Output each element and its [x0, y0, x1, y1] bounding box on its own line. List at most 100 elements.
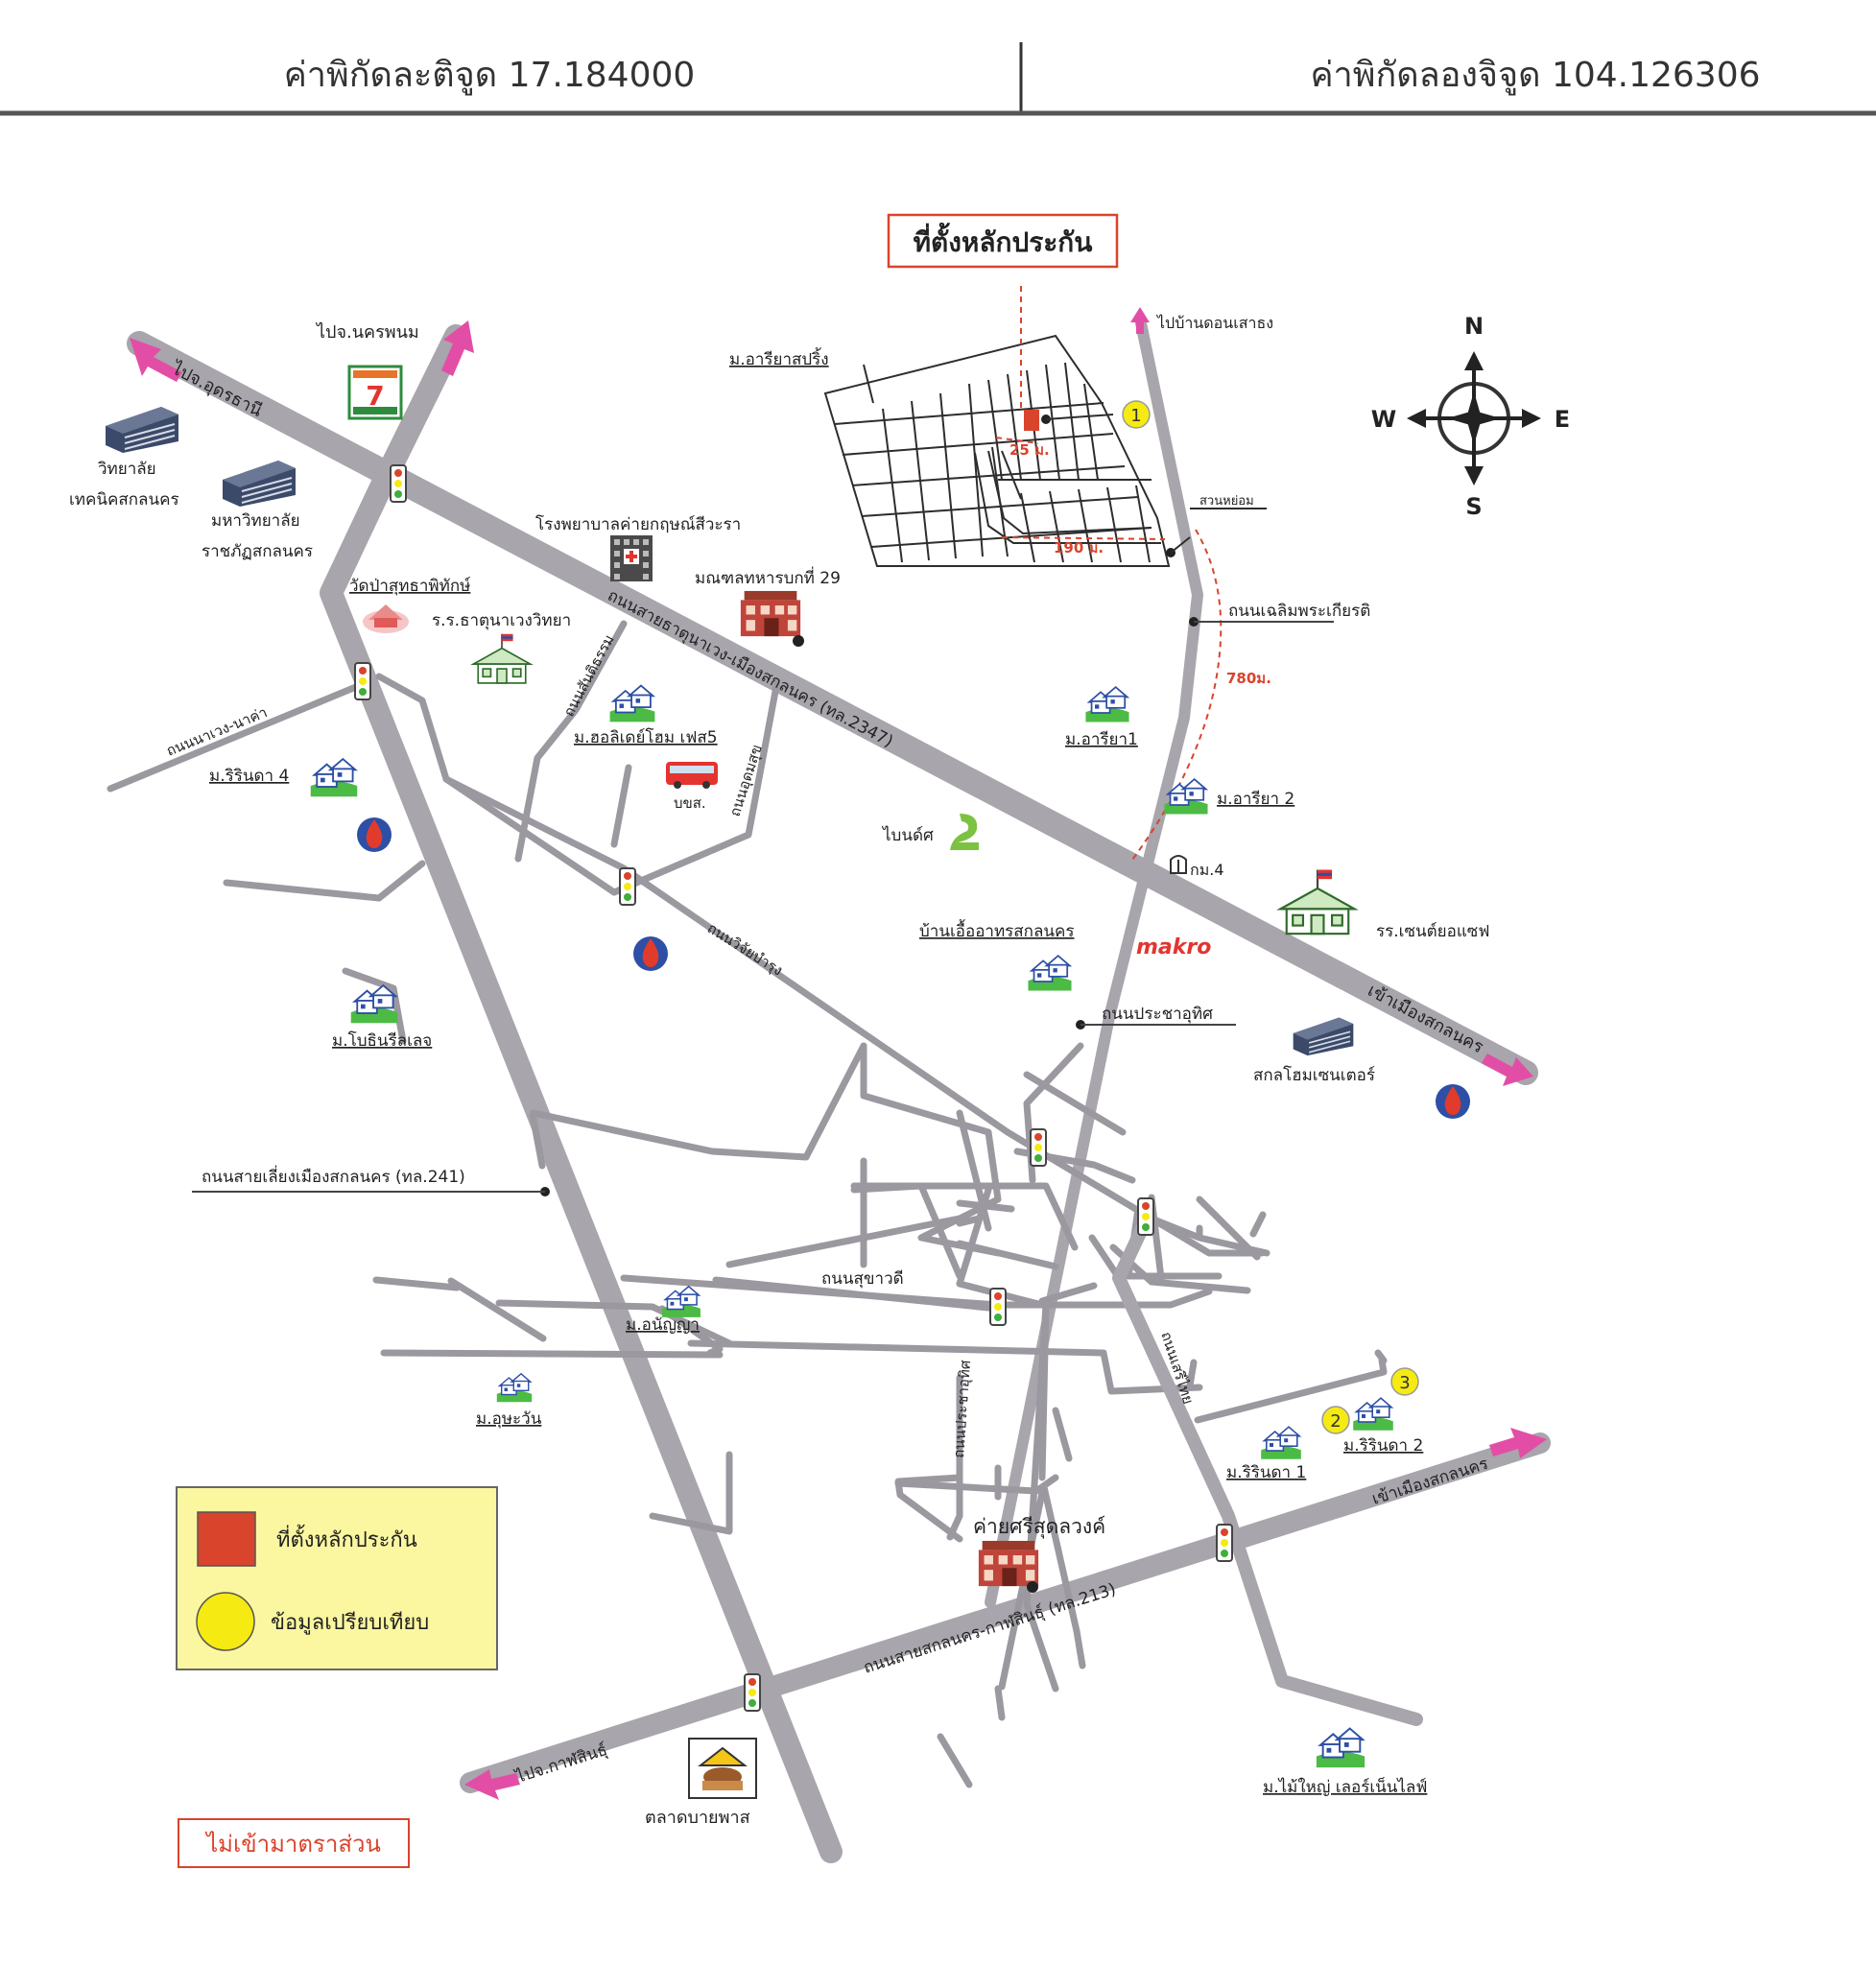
label-market: ตลาดบายพาส [645, 1808, 750, 1828]
label-wat: วัดป่าสุทธาพิทักษ์ [349, 577, 471, 596]
arrow-bandonsao [1130, 307, 1150, 334]
house-rinda4-icon [309, 758, 359, 798]
label-road-phichai: ถนนวิจัยบำรุง [703, 919, 785, 980]
label-inpark: สวนหย่อม [1199, 494, 1254, 509]
label-m-bosin: ม.โบธินรีลเลจ [332, 1030, 432, 1051]
label-into-city: เข้าเมืองสกลนคร [1365, 981, 1487, 1058]
label-m-hoo: ม.ฮอลิเดย์โฮม เฟส5 [574, 727, 718, 747]
svg-text:ไม่เข้ามาตราส่วน: ไม่เข้ามาตราส่วน [204, 1831, 381, 1858]
label-school-a: ร.ร.ธาตุนาเวงวิทยา [432, 611, 571, 630]
road-bypass-241 [320, 324, 843, 1863]
label-road-241: ถนนสายเลี่ยงเมืองสกลนคร (ทล.241) [202, 1165, 465, 1187]
house-maiyai-icon [1315, 1727, 1366, 1769]
house-aria1-icon [1084, 686, 1130, 723]
market-icon [688, 1738, 757, 1799]
distance-labels: 25 ม. 190 ม. 780ม. [1009, 441, 1271, 687]
svg-text:1: 1 [1130, 406, 1141, 426]
label-km4: กม.4 [1190, 861, 1224, 879]
legend-collateral-label: ที่ตั้งหลักประกัน [276, 1525, 417, 1552]
house-hoo-icon [608, 684, 656, 723]
callout-title: ที่ตั้งหลักประกัน [914, 222, 1093, 258]
label-makro: makro [1136, 935, 1211, 959]
label-road-prachart: ถนนประชาอุทิศ [1102, 1005, 1213, 1024]
longitude-label: ค่าพิกัดลองจิจูด 104.126306 [1310, 56, 1760, 96]
compass-east: E [1555, 406, 1570, 433]
school-a-icon [472, 632, 532, 684]
subdivision-plan [823, 334, 1267, 567]
label-rajabhat2: ราชภัฏสกลนคร [202, 542, 313, 561]
label-sakon-home: สกลโฮมเซนเตอร์ [1253, 1065, 1375, 1085]
marker-3: 3 [1390, 1367, 1419, 1396]
road-chalerm [985, 313, 1203, 1608]
twohalf-icon [950, 814, 979, 850]
comparison-markers: 1 2 3 [1122, 400, 1419, 1434]
label-hospital: โรงพยาบาลค่ายกฤษณ์สีวะรา [535, 514, 741, 534]
compass-west: W [1371, 406, 1396, 433]
arrow-into-city2 [1489, 1428, 1547, 1458]
label-road-santitham: ถนนสันติธรรม [560, 632, 618, 720]
marker-2: 2 [1321, 1406, 1350, 1434]
label-road-chalerm: ถนนเฉลิมพระเกียรติ [1228, 602, 1370, 621]
road-leaders [192, 621, 1334, 1193]
direction-arrows [130, 307, 1547, 1800]
label-school-b: รร.เซนต์ยอแซฟ [1376, 922, 1489, 941]
label-m-aria1: ม.อารียา1 [1065, 730, 1138, 749]
seven-eleven-icon: 7 [347, 365, 403, 420]
distance-190m: 190 ม. [1054, 539, 1104, 556]
road-213 [460, 1432, 1551, 1793]
svg-text:7: 7 [366, 380, 384, 412]
legend-comparison-label: ข้อมูลเปรียบเทียบ [271, 1611, 429, 1635]
label-m-rinda4: ม.ริรินดา 4 [209, 767, 289, 786]
label-ban-eua: บ้านเอื้ออาทรสกลนคร [919, 919, 1075, 941]
label-tech-college: วิทยาลัย [98, 460, 156, 479]
roads [107, 313, 1551, 1863]
label-to-nakhonphanom: ไปจ.นครพนม [315, 321, 419, 343]
label-m-maiyai: ม.ไม้ใหญ่ เลอร์เน็นไลฟ์ [1263, 1776, 1427, 1797]
label-m-anyamanee: ม.อนัญญา [626, 1315, 700, 1335]
road-main-highway [127, 331, 1538, 1085]
hospital-icon [610, 535, 653, 581]
map-icons: 7 [105, 365, 1470, 1799]
arrow-into-city [1482, 1054, 1533, 1086]
label-m-rinda1: ม.ริรินดา 1 [1226, 1463, 1306, 1482]
legend: ที่ตั้งหลักประกัน ข้อมูลเปรียบเทียบ [176, 1486, 498, 1670]
bus-terminal-icon [666, 762, 718, 789]
label-aria-spring: ม.อารียาสปริ้ง [729, 347, 829, 369]
gas-station-3-icon [1436, 1084, 1470, 1119]
house-rinda2-icon [1352, 1397, 1394, 1432]
label-mtb29: มณฑลทหารบกที่ 29 [695, 566, 841, 588]
mtb29-barracks-icon [740, 590, 801, 637]
callout-box [887, 213, 1119, 269]
label-krit-camp: ค่ายศรีสุดลวงค์ [973, 1515, 1105, 1539]
label-road-prachaart2: ถนนประชาอุทิศ [950, 1360, 975, 1459]
label-m-uma: ม.อุษะวัน [476, 1409, 542, 1429]
label-twohalf: ไบนด์ศ [881, 825, 934, 845]
label-bks: บขส. [674, 794, 706, 812]
arrow-udon [130, 338, 182, 382]
distance-780m: 780ม. [1226, 670, 1271, 687]
school-b-icon [1279, 868, 1356, 935]
house-baneua-icon [1027, 955, 1073, 992]
label-m-rinda2: ม.ริรินดา 2 [1343, 1436, 1423, 1456]
arrow-nakhonphanom [441, 320, 474, 376]
latitude-label: ค่าพิกัดละติจูด 17.184000 [284, 56, 696, 96]
house-rinda1-icon [1260, 1426, 1302, 1460]
svg-text:2: 2 [1330, 1411, 1341, 1432]
krit-camp-barracks-icon [978, 1540, 1039, 1587]
rajabhat-building-icon [222, 460, 297, 508]
label-tech-college2: เทคนิคสกลนคร [69, 490, 179, 509]
km-marker-icon [1170, 855, 1187, 874]
collateral-lot [1024, 410, 1039, 431]
label-m-aria2: ม.อารียา 2 [1217, 790, 1294, 809]
svg-text:3: 3 [1399, 1373, 1410, 1393]
arrow-kalasin [464, 1769, 520, 1800]
house-bosin-icon [349, 984, 399, 1025]
tech-college-building-icon [105, 406, 179, 454]
legend-collateral-swatch [197, 1511, 256, 1567]
house-uma-icon [496, 1373, 533, 1403]
label-rajabhat: มหาวิทยาลัย [211, 511, 300, 531]
gas-station-2-icon [633, 936, 668, 971]
header: ค่าพิกัดละติจูด 17.184000 ค่าพิกัดลองจิจ… [0, 42, 1876, 116]
